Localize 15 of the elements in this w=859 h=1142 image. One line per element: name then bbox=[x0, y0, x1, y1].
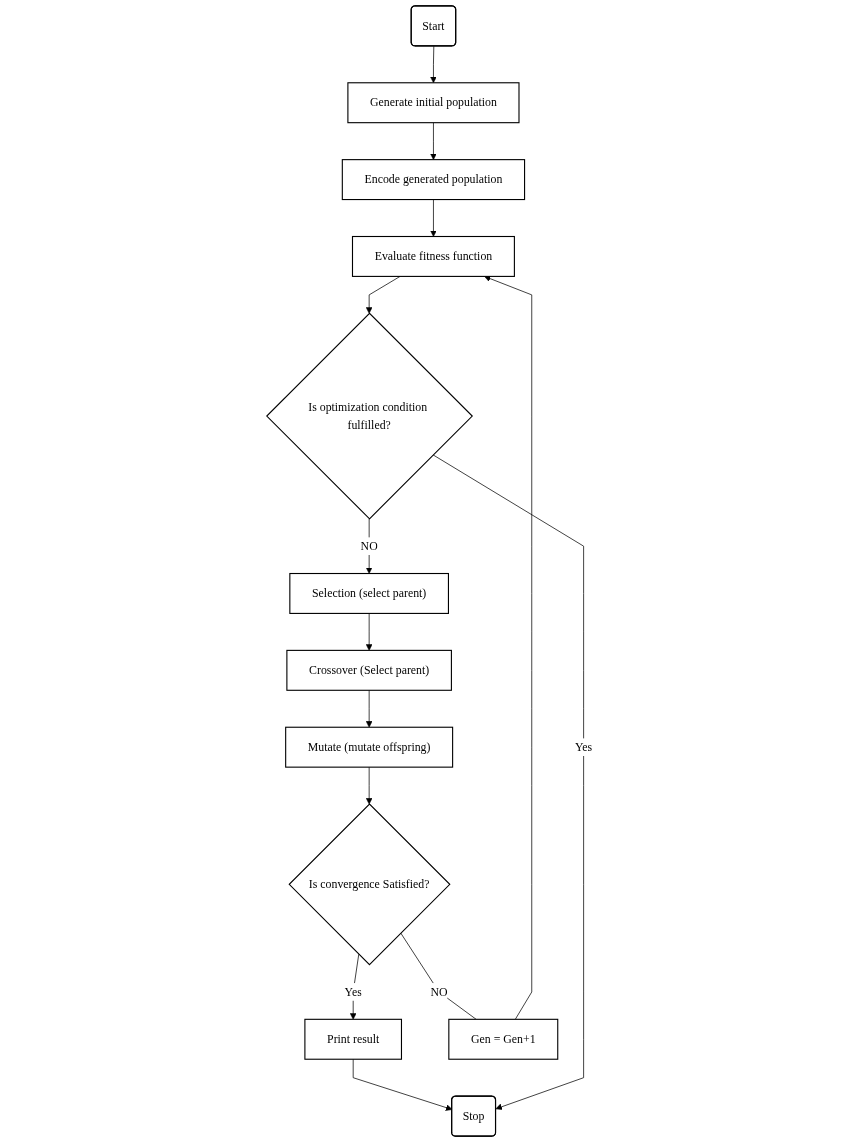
edge-label: NO bbox=[430, 985, 448, 998]
node-box: Generate initial population bbox=[347, 82, 520, 124]
node-box: Print result bbox=[304, 1018, 403, 1060]
node-box: Evaluate fitness function bbox=[351, 235, 515, 277]
node-diamond: Is optimization condition fulfilled? bbox=[266, 312, 474, 520]
node-box: Mutate (mutate offspring) bbox=[285, 726, 454, 768]
node-box: Selection (select parent) bbox=[289, 572, 449, 614]
node-box: Gen = Gen+1 bbox=[448, 1018, 559, 1060]
connector bbox=[400, 932, 477, 1020]
edge-label: NO bbox=[360, 539, 378, 553]
node-box: Encode generated population bbox=[341, 159, 526, 201]
node-diamond: Is convergence Satisfied? bbox=[288, 803, 451, 966]
node-box: Crossover (Select parent) bbox=[286, 649, 452, 691]
edge-label: Yes bbox=[575, 740, 593, 754]
edge-label: Yes bbox=[344, 985, 362, 998]
